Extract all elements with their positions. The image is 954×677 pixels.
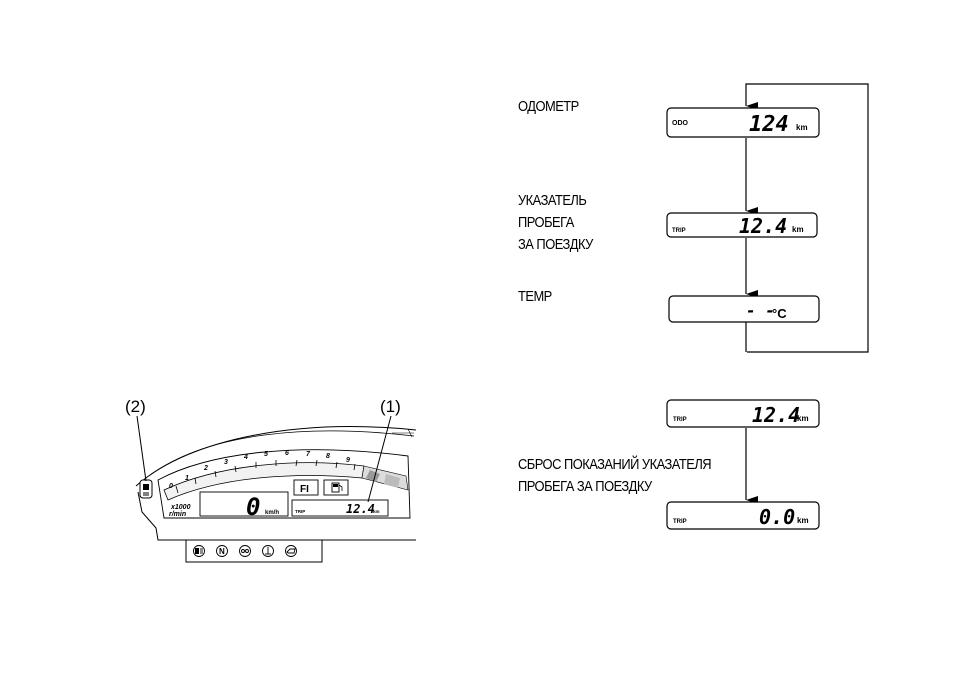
trip-before-value: 12.4 <box>752 403 800 427</box>
fi-label: FI <box>300 484 309 495</box>
cluster-trip-tag: TRIP <box>295 509 305 514</box>
tach-tick-6: 6 <box>285 450 289 457</box>
trip-unit: km <box>792 225 804 234</box>
x1000-label: x1000 <box>170 504 191 511</box>
trip-before-unit: km <box>797 414 809 423</box>
trip-after-unit: km <box>797 516 809 525</box>
tach-tick-8: 8 <box>326 453 330 460</box>
tach-tick-2: 2 <box>203 465 208 472</box>
cluster-trip-value: 12.4 <box>346 502 375 516</box>
trip-tag: TRIP <box>672 228 686 234</box>
trip-display: TRIP 12.4 km <box>667 213 817 238</box>
tach-tick-3: 3 <box>224 459 228 466</box>
fuel-indicator <box>324 480 348 495</box>
odo-value: 124 <box>749 112 789 137</box>
tach-tick-9: 9 <box>346 457 350 464</box>
speed-unit: km/h <box>265 510 279 516</box>
rmin-label: r/min <box>169 511 186 518</box>
tach-tick-7: 7 <box>306 451 311 458</box>
trip-after-value: 0.0 <box>759 505 795 529</box>
tach-tick-1: 1 <box>185 475 189 482</box>
instrument-cluster: 0 1 2 3 4 5 6 7 8 9 <box>125 397 416 562</box>
leader-1 <box>368 416 391 502</box>
select-button <box>140 480 152 498</box>
tach-tick-5: 5 <box>264 451 268 458</box>
reset-flow: TRIP 12.4 km TRIP 0.0 km <box>667 400 819 529</box>
speed-value: 0 <box>246 493 260 521</box>
cluster-trip-unit: km <box>373 509 380 514</box>
svg-text:N: N <box>219 547 225 556</box>
callout-2: (2) <box>125 397 146 416</box>
leader-2 <box>137 416 146 481</box>
odo-display: ODO 124 km <box>667 108 819 137</box>
odo-unit: km <box>796 123 808 132</box>
tach-tick-0: 0 <box>169 483 173 490</box>
trip-before-display: TRIP 12.4 km <box>667 400 819 427</box>
temp-value: - - <box>746 301 775 320</box>
cycle-flow: ODO 124 km TRIP 12.4 km - - °C <box>667 84 868 352</box>
trip-value: 12.4 <box>739 214 787 238</box>
temp-display: - - °C <box>669 296 819 322</box>
trip-after-tag: TRIP <box>673 519 687 525</box>
odo-tag: ODO <box>672 120 689 127</box>
callout-1: (1) <box>380 397 401 416</box>
tach-tick-4: 4 <box>243 454 248 461</box>
indicator-lamps: N <box>194 546 297 557</box>
trip-after-display: TRIP 0.0 km <box>667 502 819 529</box>
temp-unit: °C <box>772 306 787 321</box>
trip-before-tag: TRIP <box>673 417 687 423</box>
